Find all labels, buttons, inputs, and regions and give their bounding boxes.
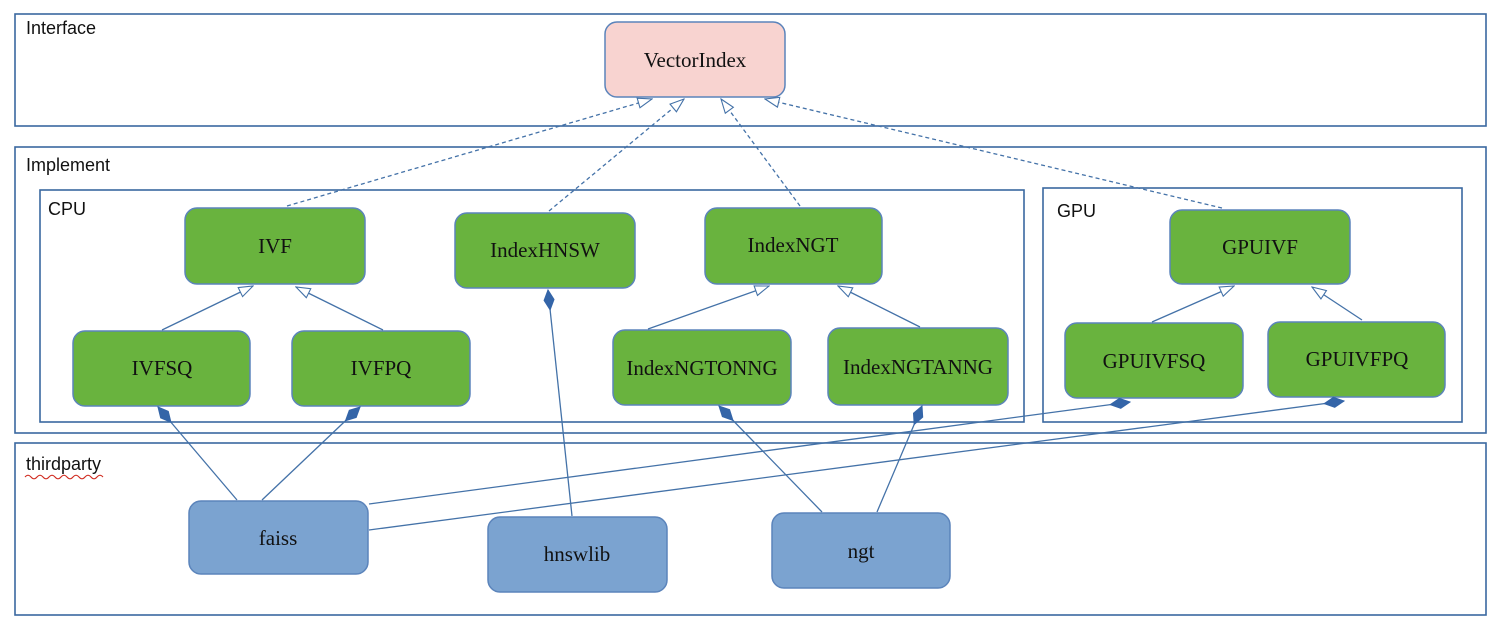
edge-ivfsq-to-ivf bbox=[161, 286, 253, 331]
node-ngt: ngt bbox=[771, 512, 951, 589]
indexngtonng-label: IndexNGTONNG bbox=[626, 356, 777, 380]
ivf-label: IVF bbox=[258, 234, 292, 258]
indexngt-label: IndexNGT bbox=[748, 233, 839, 257]
node-indexngtonng: IndexNGTONNG bbox=[612, 329, 792, 406]
node-gpuivfsq: GPUIVFSQ bbox=[1064, 322, 1244, 399]
edge-indexngtonng-to-indexngt bbox=[647, 285, 769, 330]
cpu-label: CPU bbox=[48, 199, 86, 219]
spellcheck-squiggle bbox=[24, 474, 104, 480]
node-indexhnsw: IndexHNSW bbox=[454, 212, 636, 289]
implement-label: Implement bbox=[26, 155, 110, 175]
indexngtonng-shape bbox=[612, 329, 792, 406]
node-vectorindex: VectorIndex bbox=[604, 21, 786, 98]
edge-ngt-to-indexngtonng bbox=[719, 406, 823, 513]
edge-faiss-to-gpuivfpq bbox=[368, 401, 1344, 531]
edge-ngt-to-indexngtanng bbox=[876, 406, 922, 513]
indexhnsw-label: IndexHNSW bbox=[490, 238, 600, 262]
faiss-label: faiss bbox=[259, 526, 298, 550]
gpuivfpq-label: GPUIVFPQ bbox=[1306, 347, 1409, 371]
node-gpuivfpq: GPUIVFPQ bbox=[1267, 321, 1446, 398]
gpuivfsq-shape bbox=[1064, 322, 1244, 399]
ivfsq-shape bbox=[72, 330, 251, 407]
edge-ivfpq-to-ivf bbox=[296, 287, 384, 331]
ngt-label: ngt bbox=[848, 539, 875, 563]
edge-hnswlib-to-indexhnsw bbox=[548, 290, 573, 517]
gpu-label: GPU bbox=[1057, 201, 1096, 221]
node-faiss: faiss bbox=[188, 500, 369, 575]
gpuivfpq-shape bbox=[1267, 321, 1446, 398]
edge-gpuivf-to-vectorindex bbox=[765, 99, 1223, 209]
node-ivfpq: IVFPQ bbox=[291, 330, 471, 407]
node-indexngt: IndexNGT bbox=[704, 207, 883, 285]
edge-ivf-to-vectorindex bbox=[286, 99, 652, 207]
hnswlib-label: hnswlib bbox=[544, 542, 611, 566]
edge-indexhnsw-to-vectorindex bbox=[548, 99, 684, 212]
node-gpuivf: GPUIVF bbox=[1169, 209, 1351, 285]
edge-gpuivfsq-to-gpuivf bbox=[1151, 286, 1234, 323]
interface-label: Interface bbox=[26, 18, 96, 38]
ivf-shape bbox=[184, 207, 366, 285]
vectorindex-label: VectorIndex bbox=[644, 48, 747, 72]
ngt-shape bbox=[771, 512, 951, 589]
indexngtanng-label: IndexNGTANNG bbox=[843, 355, 993, 379]
ivfpq-label: IVFPQ bbox=[351, 356, 412, 380]
faiss-shape bbox=[188, 500, 369, 575]
node-hnswlib: hnswlib bbox=[487, 516, 668, 593]
edge-faiss-to-ivfsq bbox=[158, 407, 238, 501]
indexhnsw-shape bbox=[454, 212, 636, 289]
ivfpq-shape bbox=[291, 330, 471, 407]
edge-indexngtanng-to-indexngt bbox=[838, 286, 921, 328]
gpuivfsq-label: GPUIVFSQ bbox=[1103, 349, 1206, 373]
gpuivf-label: GPUIVF bbox=[1222, 235, 1298, 259]
edge-faiss-to-gpuivfsq bbox=[368, 402, 1130, 505]
vectorindex-shape bbox=[604, 21, 786, 98]
node-ivf: IVF bbox=[184, 207, 366, 285]
node-indexngtanng: IndexNGTANNG bbox=[827, 327, 1009, 406]
thirdparty-label: thirdparty bbox=[26, 454, 101, 474]
indexngt-shape bbox=[704, 207, 883, 285]
node-ivfsq: IVFSQ bbox=[72, 330, 251, 407]
edge-indexngt-to-vectorindex bbox=[721, 99, 801, 207]
gpuivf-shape bbox=[1169, 209, 1351, 285]
edge-gpuivfpq-to-gpuivf bbox=[1312, 287, 1363, 321]
hnswlib-shape bbox=[487, 516, 668, 593]
edge-faiss-to-ivfpq bbox=[261, 407, 360, 501]
ivfsq-label: IVFSQ bbox=[132, 356, 193, 380]
